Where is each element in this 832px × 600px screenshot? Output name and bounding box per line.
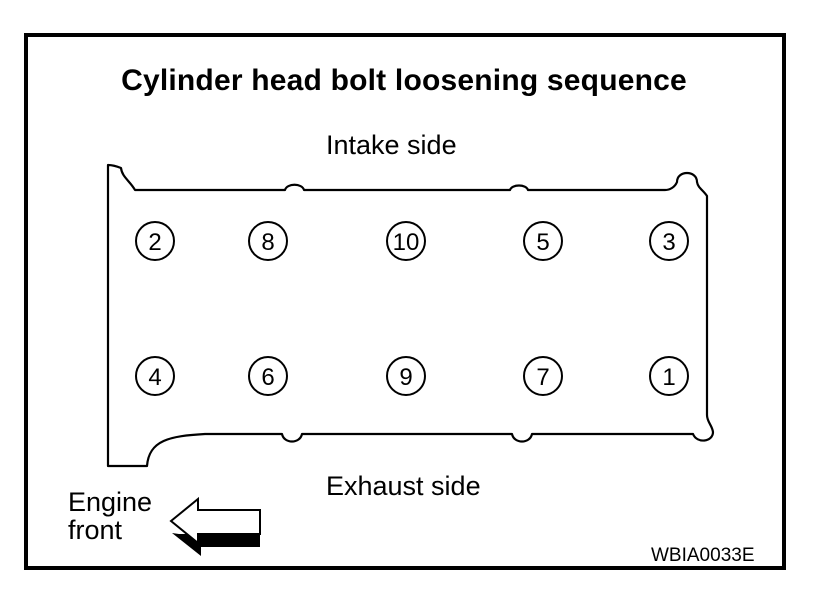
bolt-intake-4: 5 — [523, 221, 563, 261]
diagram-title: Cylinder head bolt loosening sequence — [121, 64, 687, 97]
bolt-exhaust-2: 6 — [248, 356, 288, 396]
figure-code: WBIA0033E — [651, 545, 755, 566]
intake-side-label: Intake side — [326, 130, 457, 160]
bolt-number: 10 — [393, 229, 420, 256]
cylinder-head-outline — [106, 163, 715, 468]
bolt-exhaust-5: 1 — [649, 356, 689, 396]
bolt-number: 4 — [148, 364, 161, 391]
bolt-intake-1: 2 — [135, 221, 175, 261]
bolt-circle — [523, 221, 563, 261]
bolt-circle — [523, 356, 563, 396]
bolt-circle — [386, 356, 426, 396]
bolt-circle — [649, 356, 689, 396]
bolt-circle — [248, 221, 288, 261]
bolt-number: 2 — [148, 229, 161, 256]
bolt-exhaust-4: 7 — [523, 356, 563, 396]
bolt-number: 6 — [261, 364, 274, 391]
bolt-circle — [248, 356, 288, 396]
bolt-layer: 2 8 10 5 3 4 6 9 7 1 — [135, 221, 689, 396]
figure-frame — [24, 33, 786, 570]
bolt-circle — [135, 221, 175, 261]
bolt-intake-3: 10 — [386, 221, 426, 261]
bolt-number: 1 — [662, 364, 675, 391]
engine-front-label-line2: front — [68, 515, 123, 545]
bolt-circle — [649, 221, 689, 261]
bolt-number: 9 — [399, 364, 412, 391]
bolt-intake-2: 8 — [248, 221, 288, 261]
bolt-number: 5 — [536, 229, 549, 256]
engine-front-label-line1: Engine — [68, 487, 153, 517]
bolt-exhaust-3: 9 — [386, 356, 426, 396]
bolt-circle — [135, 356, 175, 396]
bolt-number: 3 — [662, 229, 675, 256]
bolt-number: 7 — [536, 364, 549, 391]
engine-front-label: Engine front — [68, 488, 152, 544]
engine-front-arrow-icon — [169, 496, 261, 556]
exhaust-side-label: Exhaust side — [326, 471, 481, 501]
bolt-circle — [386, 221, 426, 261]
bolt-number: 8 — [261, 229, 274, 256]
bolt-exhaust-1: 4 — [135, 356, 175, 396]
bolt-intake-5: 3 — [649, 221, 689, 261]
